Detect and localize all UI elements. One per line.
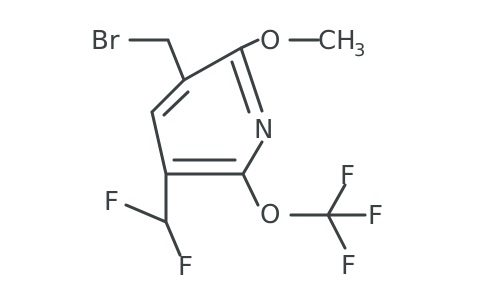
bond-c4-c3-inner	[162, 90, 190, 117]
atom-ch3: CH	[318, 26, 356, 56]
bond-c3-ch2	[166, 38, 186, 82]
bond-cf3-f-bottom	[326, 213, 347, 250]
atom-o-ocf3: O	[260, 200, 280, 230]
bond-c5-c4	[150, 110, 168, 176]
atom-f-bottom: F	[341, 251, 356, 281]
bond-n-c6	[241, 140, 264, 176]
atom-f-right: F	[368, 201, 383, 231]
atom-o-methoxy: O	[260, 26, 280, 56]
bond-chf2-f-left	[124, 203, 168, 224]
atom-f-top: F	[340, 161, 355, 191]
atom-f-difluoro-left: F	[104, 187, 119, 217]
bond-c2-o-methoxy	[239, 38, 260, 50]
atom-f-difluoro-bottom: F	[178, 252, 193, 282]
bond-c2-n	[239, 46, 264, 113]
bond-c6-o-ocf3	[241, 172, 260, 207]
bond-c4-c3	[150, 78, 186, 114]
atom-br: Br	[91, 26, 120, 56]
bond-chf2-f-bottom	[164, 220, 182, 257]
bond-cf3-f-top	[326, 183, 347, 217]
atom-ch3-subscript: 3	[354, 40, 365, 61]
bond-c2-n-inner	[230, 60, 251, 114]
atom-n-ring: N	[254, 115, 273, 145]
bond-c3-c2	[182, 46, 243, 82]
